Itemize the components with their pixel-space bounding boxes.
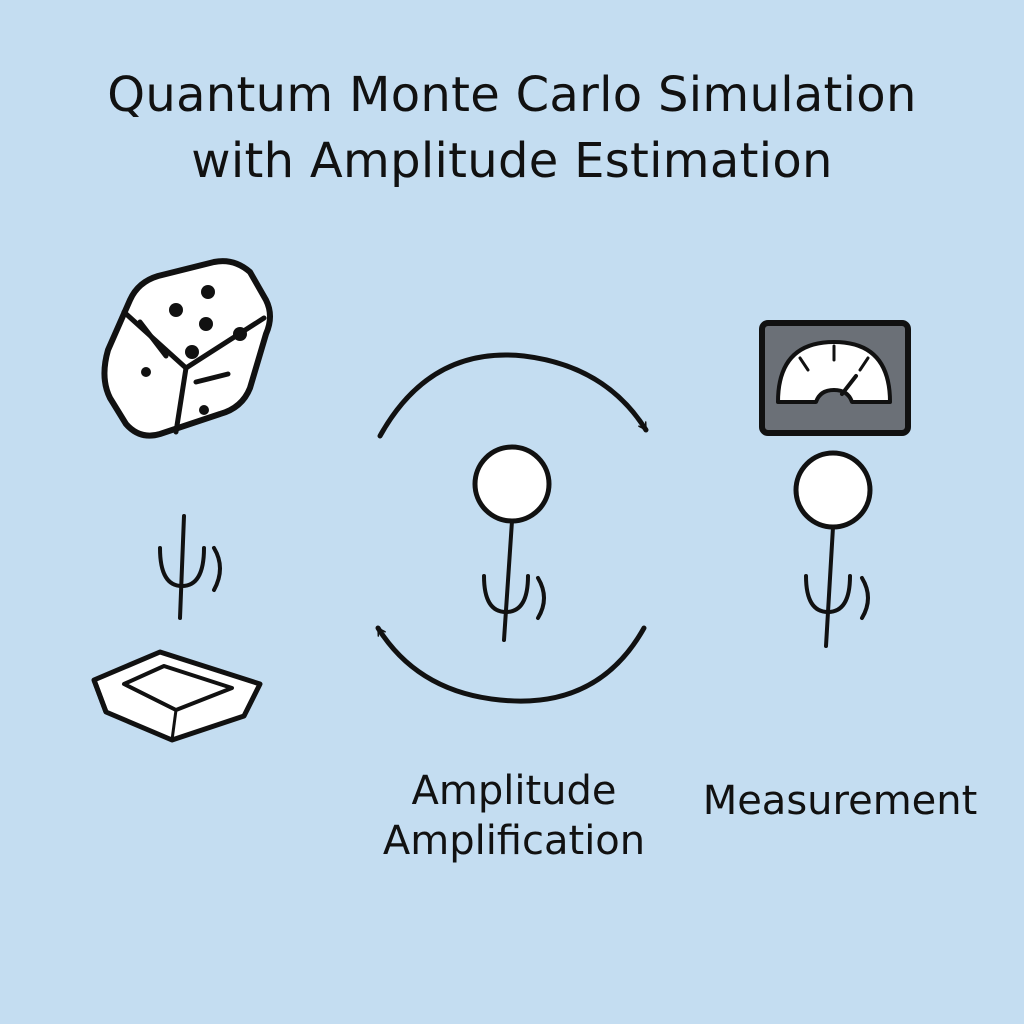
cycle-arrow-bottom-icon xyxy=(375,625,647,704)
amplitude-amplification-label: Amplitude Amplification xyxy=(354,766,674,866)
title-line-2: with Amplitude Estimation xyxy=(191,133,833,189)
amplitude-label-line-1: Amplitude xyxy=(411,768,617,814)
measurement-label-text: Measurement xyxy=(702,778,978,824)
qubit-icon xyxy=(793,450,873,648)
psi-ket-icon xyxy=(804,574,870,620)
meter-icon xyxy=(759,320,911,436)
measurement-label: Measurement xyxy=(680,776,1000,826)
diagram-title: Quantum Monte Carlo Simulation with Ampl… xyxy=(0,62,1024,194)
qubit-icon xyxy=(472,444,552,642)
cycle-arrow-top-icon xyxy=(377,352,649,439)
tray-icon xyxy=(91,649,263,743)
psi-ket-icon xyxy=(482,574,546,620)
psi-ket-icon xyxy=(158,514,222,620)
dice-icon xyxy=(101,258,273,439)
amplitude-label-line-2: Amplification xyxy=(382,818,646,864)
title-line-1: Quantum Monte Carlo Simulation xyxy=(107,67,917,123)
